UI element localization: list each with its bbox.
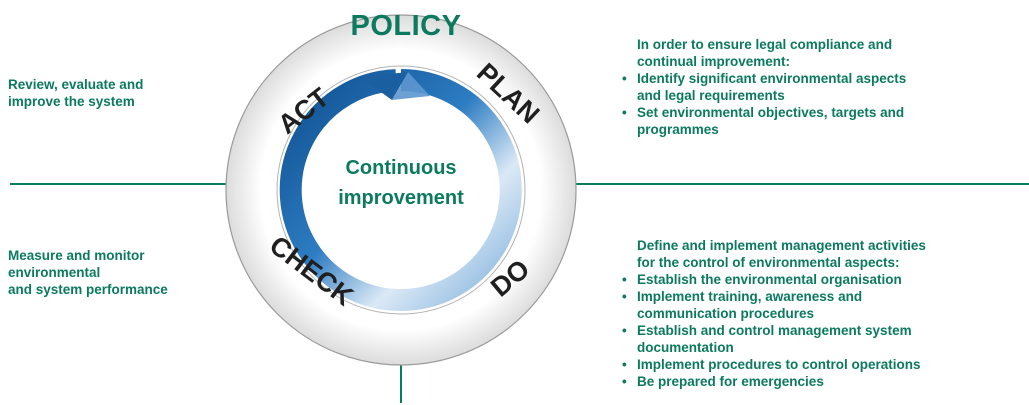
- center-line-2: improvement: [338, 187, 464, 209]
- check-line: and system performance: [8, 282, 168, 297]
- bullet-line: documentation: [637, 340, 734, 355]
- bullet-line: Identify significant environmental aspec…: [637, 71, 907, 86]
- act-line: improve the system: [8, 94, 135, 109]
- inner-ring-border: [276, 65, 526, 315]
- bullet-line: Establish the environmental organisation: [637, 272, 902, 287]
- do-intro: for the control of environmental aspects…: [637, 255, 900, 270]
- check-line: environmental: [8, 265, 101, 280]
- plan-intro: In order to ensure legal compliance and: [637, 37, 893, 52]
- act-line: Review, evaluate and: [8, 77, 144, 92]
- plan-description: In order to ensure legal compliance and …: [622, 36, 1027, 138]
- bullet-icon: •: [622, 357, 627, 372]
- bullet-icon: •: [622, 323, 627, 338]
- bullet-line: Implement training, awareness and: [637, 289, 863, 304]
- check-description: Measure and monitor environmental and sy…: [8, 247, 238, 298]
- bullet-icon: •: [622, 272, 627, 287]
- center-label: Continuous improvement: [306, 153, 496, 213]
- plan-bullet: • Set environmental objectives, targets …: [622, 104, 1027, 138]
- act-description: Review, evaluate and improve the system: [8, 76, 218, 110]
- bullet-icon: •: [622, 289, 627, 304]
- do-intro: Define and implement management activiti…: [637, 238, 926, 253]
- do-bullet: • Establish the environmental organisati…: [622, 271, 1027, 288]
- do-bullet: • Be prepared for emergencies: [622, 373, 1027, 390]
- check-line: Measure and monitor: [8, 248, 145, 263]
- do-bullet: • Implement procedures to control operat…: [622, 356, 1027, 373]
- bullet-line: Implement procedures to control operatio…: [637, 357, 921, 372]
- bullet-icon: •: [622, 105, 627, 120]
- bullet-line: Set environmental objectives, targets an…: [637, 105, 905, 120]
- bullet-line: communication procedures: [637, 306, 815, 321]
- policy-title: POLICY: [350, 10, 462, 42]
- bullet-line: Be prepared for emergencies: [637, 374, 824, 389]
- plan-bullet: • Identify significant environmental asp…: [622, 70, 1027, 104]
- bullet-line: Establish and control management system: [637, 323, 912, 338]
- bullet-icon: •: [622, 374, 627, 389]
- do-bullet: • Establish and control management syste…: [622, 322, 1027, 356]
- plan-intro: continual improvement:: [637, 54, 791, 69]
- bullet-line: and legal requirements: [637, 88, 785, 103]
- do-bullet: • Implement training, awareness and comm…: [622, 288, 1027, 322]
- center-line-1: Continuous: [345, 157, 457, 179]
- bullet-icon: •: [622, 71, 627, 86]
- improvement-ring: [279, 69, 522, 311]
- bullet-line: programmes: [637, 122, 719, 137]
- do-description: Define and implement management activiti…: [622, 237, 1027, 390]
